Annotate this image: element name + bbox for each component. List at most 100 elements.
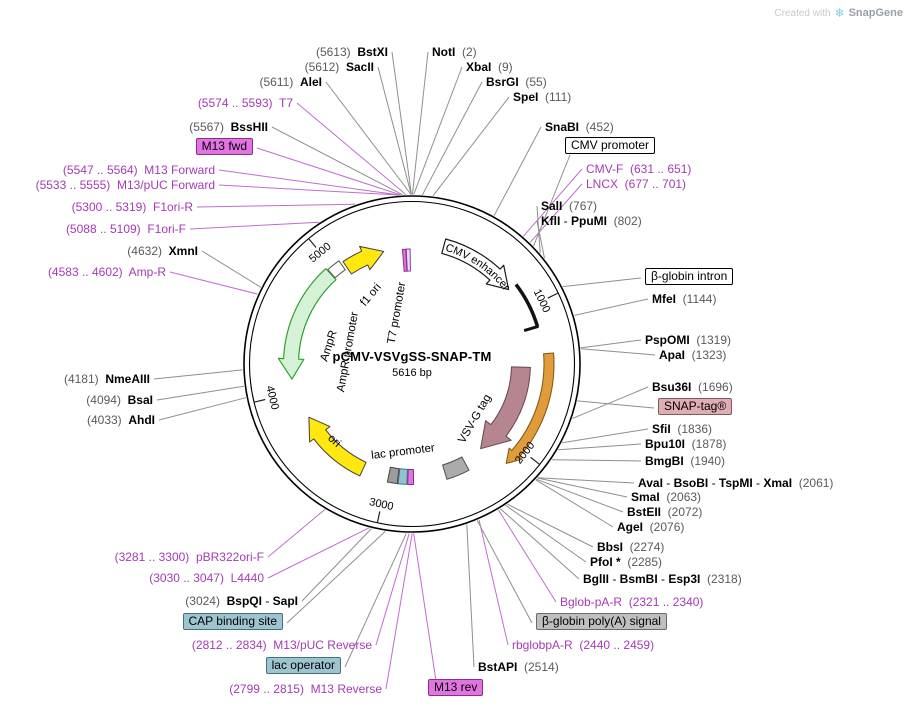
m13-puc-reverse-pri: (2812 .. 2834) M13/pUC Reverse: [191, 638, 372, 652]
cmv-enhancer-promoter-feature: [441, 238, 510, 291]
map-label-m13-puc-reverse: (2812 .. 2834) M13/pUC Reverse: [192, 637, 372, 653]
watermark-brand: SnapGene: [848, 7, 903, 19]
leader-line-cmv-promoter-label: [533, 154, 571, 247]
map-label-rbglobpa-r: rbglobpA-R (2440 .. 2459): [512, 637, 654, 653]
plasmid-inner-ring: [248, 200, 576, 528]
leader-line-rbglobpa-r: [478, 519, 509, 646]
bglii-bsmbi-esp3i-enz: BglII: [583, 572, 609, 586]
map-label-bmgbi: BmgBI (1940): [645, 453, 725, 469]
bstapi-enz: BstAPI: [478, 660, 518, 674]
leader-line-apai: [580, 348, 656, 356]
map-label-bglob-pa-r: Bglob-pA-R (2321 .. 2340): [560, 594, 703, 610]
t7-primer-pri: (5574 .. 5593) T7: [197, 96, 293, 110]
map-label-bpu10i: Bpu10I (1878): [645, 436, 726, 452]
leader-line-beta-globin-intron-label: [562, 277, 642, 288]
map-label-apai: ApaI (1323): [659, 347, 726, 363]
avai-bsobi-tspmi-xmai-sep: -: [662, 476, 674, 490]
agei-pos: (2076): [643, 520, 685, 534]
bspqi-sapi-pos: (3024): [185, 594, 227, 608]
leader-line-bsrgi: [421, 81, 483, 196]
alei-enz: AleI: [299, 75, 322, 89]
leader-line-bglii-bsmbi-esp3i: [499, 508, 580, 580]
smai-pos: (2063): [659, 490, 702, 504]
ampr-promoter-feature: [327, 260, 346, 279]
map-label-bglii-bsmbi-esp3i: BglII - BsmBI - Esp3I (2318): [583, 571, 742, 587]
map-label-beta-globin-polya-label: β-globin poly(A) signal: [536, 613, 667, 630]
lncx-pri: LNCX (677 .. 701): [586, 177, 687, 191]
leader-line-lac-operator: [344, 533, 407, 668]
beta-globin-polya-label-box: β-globin poly(A) signal: [536, 613, 667, 630]
bbsi-enz: BbsI: [597, 540, 624, 554]
lac-operator-site-feature: [397, 468, 409, 485]
snabi-enz: SnaBI: [545, 120, 580, 134]
map-label-bspqi-sapi: (3024) BspQI - SapI: [185, 593, 298, 609]
bsteii-enz: BstEII: [627, 505, 662, 519]
bsu36i-pos: (1696): [691, 380, 733, 394]
leader-line-bsshii: [271, 126, 403, 196]
map-label-smai: SmaI (2063): [631, 489, 701, 505]
map-label-kfli-ppumi: KflI - PpuMI (802): [541, 213, 642, 229]
map-label-m13-forward: (5547 .. 5564) M13 Forward: [63, 162, 215, 178]
avai-bsobi-tspmi-xmai-pos: (2061): [792, 476, 834, 490]
leader-line-amp-r: [169, 271, 258, 295]
map-label-beta-globin-intron-label: β-globin intron: [645, 268, 734, 285]
m13-forward-pri: (5547 .. 5564) M13 Forward: [62, 163, 215, 177]
xmni-pos: (4632): [127, 244, 169, 258]
beta-globin-intron-feature: [514, 283, 540, 328]
map-label-alei: (5611) AleI: [260, 74, 322, 90]
sali-pos: (767): [562, 199, 598, 213]
bstxi-pos: (5613): [315, 45, 358, 59]
bglob-pa-r-pri: Bglob-pA-R (2321 .. 2340): [560, 595, 704, 609]
sfii-pos: (1836): [670, 422, 713, 436]
kfli-ppumi-enz: PpuMI: [571, 214, 608, 228]
map-label-m13-rev: M13 rev: [428, 679, 484, 696]
m13-puc-forward-pri: (5533 .. 5555) M13/pUC Forward: [35, 178, 215, 192]
map-label-bsshii: (5567) BssHII: [189, 119, 268, 135]
pspomi-enz: PspOMI: [645, 333, 690, 347]
tick-mark-5000: [308, 238, 317, 248]
m13-rev-box: M13 rev: [428, 679, 484, 696]
bglii-bsmbi-esp3i-sep: -: [657, 572, 669, 586]
leader-line-nmeaiii: [153, 369, 243, 380]
avai-bsobi-tspmi-xmai-enz: XmaI: [763, 476, 793, 490]
avai-bsobi-tspmi-xmai-enz: AvaI: [638, 476, 663, 490]
bsai-enz: BsaI: [127, 393, 153, 407]
rbglobpa-r-pri: rbglobpA-R (2440 .. 2459): [512, 638, 655, 652]
map-label-bsteii: BstEII (2072): [627, 504, 702, 520]
bglii-bsmbi-esp3i-sep: -: [609, 572, 620, 586]
bmgbi-pos: (1940): [683, 454, 726, 468]
leader-line-spei: [432, 96, 510, 197]
bspqi-sapi-enz: SapI: [272, 594, 298, 608]
leader-line-bsteii: [536, 478, 624, 513]
map-label-sacii: (5612) SacII: [305, 59, 374, 75]
f1ori-r-pri: (5300 .. 5319) F1ori-R: [71, 200, 193, 214]
leader-line-snabi: [493, 126, 542, 216]
map-label-sali: SalI (767): [541, 198, 597, 214]
cmv-promoter-label-box: CMV promoter: [565, 137, 656, 154]
alei-pos: (5611): [259, 75, 300, 89]
map-label-nmeaiii: (4181) NmeAIII: [64, 371, 150, 387]
leader-line-f1ori-r: [196, 203, 356, 208]
leader-line-bsu36i: [572, 386, 649, 419]
leader-line-pfoi: [505, 504, 587, 563]
l4440-pri: (3030 .. 3047) L4440: [149, 571, 264, 585]
leader-line-m13-puc-forward: [218, 184, 399, 196]
bsai-pos: (4094): [86, 393, 128, 407]
bspqi-sapi-enz: BspQI: [226, 594, 262, 608]
bspqi-sapi-sep: -: [261, 594, 273, 608]
map-label-f1ori-r: (5300 .. 5319) F1ori-R: [72, 199, 193, 215]
map-label-m13-puc-forward: (5533 .. 5555) M13/pUC Forward: [36, 177, 215, 193]
bmgbi-enz: BmgBI: [645, 454, 684, 468]
f1ori-f-pri: (5088 .. 5109) F1ori-F: [65, 222, 186, 236]
map-label-spei: SpeI (111): [513, 89, 571, 105]
leader-line-pbr322ori-f: [267, 509, 326, 558]
map-label-t7-primer: (5574 .. 5593) T7: [198, 95, 293, 111]
map-label-bsrgi: BsrGI (55): [486, 74, 547, 90]
map-label-cmv-promoter-label: CMV promoter: [565, 137, 656, 154]
map-label-snap-tag-label: SNAP-tag®: [658, 398, 733, 415]
tick-mark-1000: [547, 292, 558, 299]
lac-promoter-site-feature: [386, 466, 400, 485]
leader-line-cap-binding-site: [286, 531, 386, 624]
ampr-feature: [277, 268, 337, 380]
